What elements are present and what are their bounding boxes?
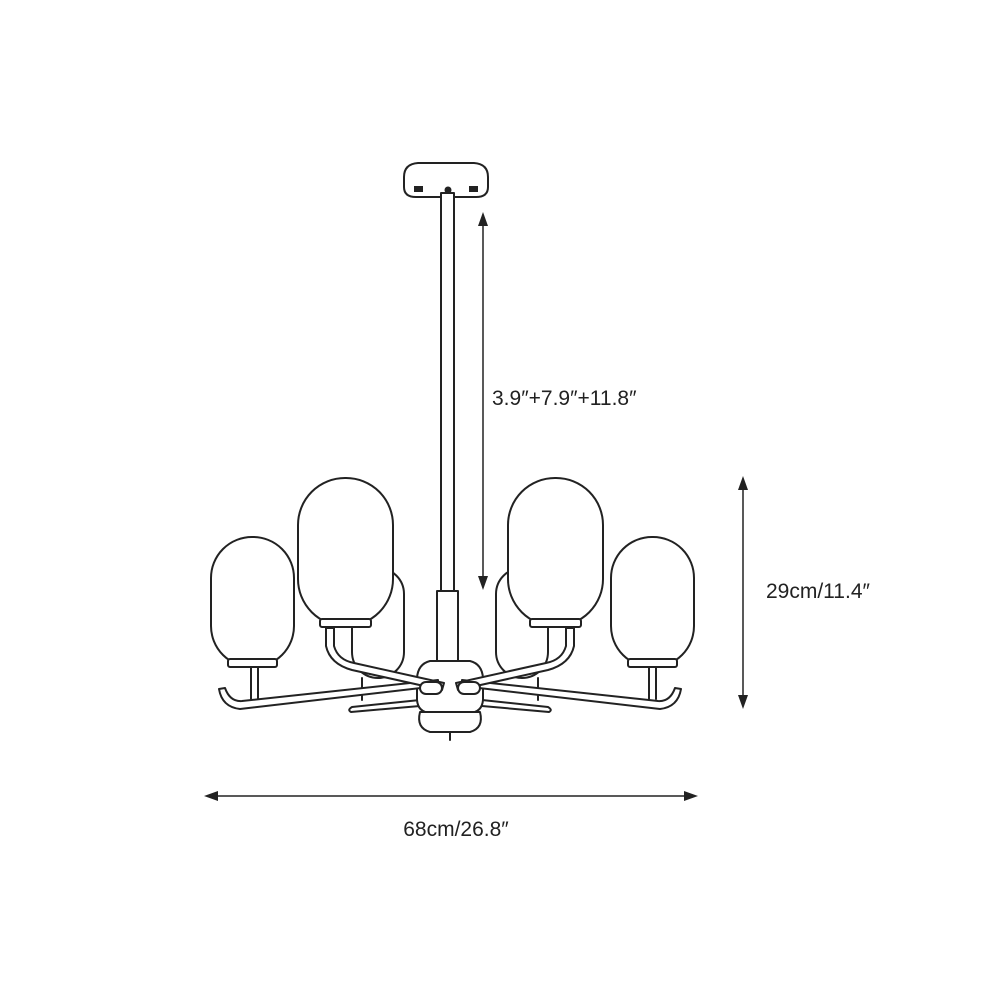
shade-inner-right <box>507 477 604 628</box>
arrow-up-icon <box>478 212 488 226</box>
height-label: 29cm/11.4″ <box>766 580 870 603</box>
height-dimension: 29cm/11.4″ <box>738 476 870 709</box>
arrow-right-icon <box>684 791 698 801</box>
width-dimension: 68cm/26.8″ <box>204 791 698 841</box>
arrow-left-icon <box>204 791 218 801</box>
rod-length-label: 3.9″+7.9″+11.8″ <box>492 387 637 410</box>
downrod <box>436 192 459 662</box>
rear-arms <box>348 677 552 713</box>
front-arms <box>218 627 682 710</box>
ceiling-canopy <box>403 162 489 198</box>
arrow-up-icon <box>738 476 748 490</box>
central-hub <box>416 660 484 741</box>
shade-far-right <box>610 536 695 668</box>
rod-length-dimension: 3.9″+7.9″+11.8″ <box>478 212 637 590</box>
arrow-down-icon <box>478 576 488 590</box>
shade-inner-left <box>297 477 394 628</box>
arrow-down-icon <box>738 695 748 709</box>
shade-far-left <box>210 536 295 668</box>
width-label: 68cm/26.8″ <box>403 818 509 841</box>
